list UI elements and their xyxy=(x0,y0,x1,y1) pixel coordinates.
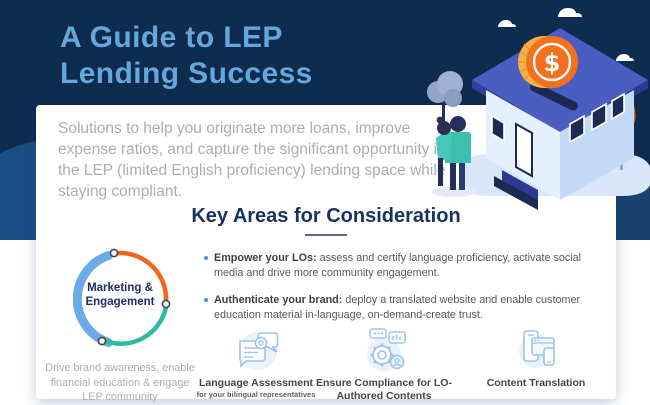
couple-icon xyxy=(432,116,476,197)
svg-text:$: $ xyxy=(544,49,561,77)
content-translation-windows-icon xyxy=(448,327,624,373)
bullet-dot-icon xyxy=(204,298,208,302)
dollar-coin-icon: $ xyxy=(518,36,578,88)
feature-subtitle: for your bilingual representatives xyxy=(196,390,316,399)
feature-title: Language Assessment xyxy=(199,377,313,389)
house-illustration-icon: $ xyxy=(427,8,650,210)
bullet-dot-icon xyxy=(204,256,208,260)
diagram-arcs-icon xyxy=(72,248,171,347)
bullet-bold-text: Authenticate your brand: xyxy=(214,294,343,306)
diagram-label-line1: Marketing & xyxy=(87,282,153,294)
page-title-line1: A Guide to LEP xyxy=(60,21,283,54)
cloud-icon xyxy=(498,8,634,61)
bullet-rest-text: deploy a translated website and enable c… xyxy=(214,294,581,321)
bullet-rest-text: assess and certify language proficiency,… xyxy=(214,252,582,279)
feature-title: Ensure Compliance for LO-Authored Conten… xyxy=(316,377,452,402)
coin-slot xyxy=(529,82,578,111)
bullet-list: Empower your LOs: assess and certify lan… xyxy=(204,251,606,335)
feature-ensure-compliance: Ensure Compliance for LO-Authored Conten… xyxy=(296,327,472,403)
page-title: A Guide to LEP Lending Success xyxy=(60,20,313,92)
window xyxy=(491,92,625,144)
house-savings-illustration: $ xyxy=(420,0,650,222)
feature-language-assessment: Language Assessment for your bilingual r… xyxy=(168,327,344,399)
bullet-bold-text: Empower your LOs: xyxy=(214,252,317,264)
diagram-caption: Drive brand awareness, enable financial … xyxy=(45,362,195,403)
bullet-item-authenticate: Authenticate your brand: deploy a transl… xyxy=(204,293,606,323)
diagram-label: Marketing & Engagement xyxy=(62,281,178,309)
page-title-line2: Lending Success xyxy=(60,57,313,90)
diagram-label-line2: Engagement xyxy=(85,296,155,308)
section-title-divider xyxy=(305,234,347,236)
bullet-item-empower: Empower your LOs: assess and certify lan… xyxy=(204,251,606,281)
marketing-engagement-diagram: Marketing & Engagement xyxy=(62,241,178,357)
section-title: Key Areas for Consideration xyxy=(191,205,461,227)
door xyxy=(515,122,533,178)
compliance-gears-icon xyxy=(296,327,472,373)
intro-paragraph: Solutions to help you originate more loa… xyxy=(58,120,446,200)
language-assessment-chat-icon xyxy=(168,327,344,373)
feature-content-translation: Content Translation xyxy=(448,327,624,390)
feature-title: Content Translation xyxy=(486,377,586,389)
